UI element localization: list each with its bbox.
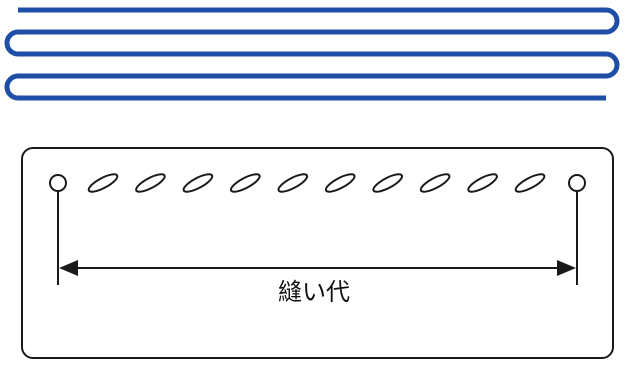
stitch-slot [135,173,166,193]
stitch-slots [87,173,546,193]
stitch-slot [467,173,498,193]
seam-allowance-label: 縫い代 [278,278,350,306]
stitch-slot [229,173,261,193]
stitch-slot [372,173,404,193]
stitch-slot [514,173,546,193]
panel-outline [21,147,614,359]
right-arrowhead [557,260,576,276]
stitch-slot [182,173,214,193]
left-end-hole [49,174,67,192]
right-end-hole [568,174,586,192]
folded-fabric-line [4,7,620,101]
left-arrowhead [59,260,78,276]
stitch-slot [277,173,309,193]
stitch-slot [87,173,119,193]
stitch-slot [324,173,356,193]
stitch-slot [419,173,451,193]
